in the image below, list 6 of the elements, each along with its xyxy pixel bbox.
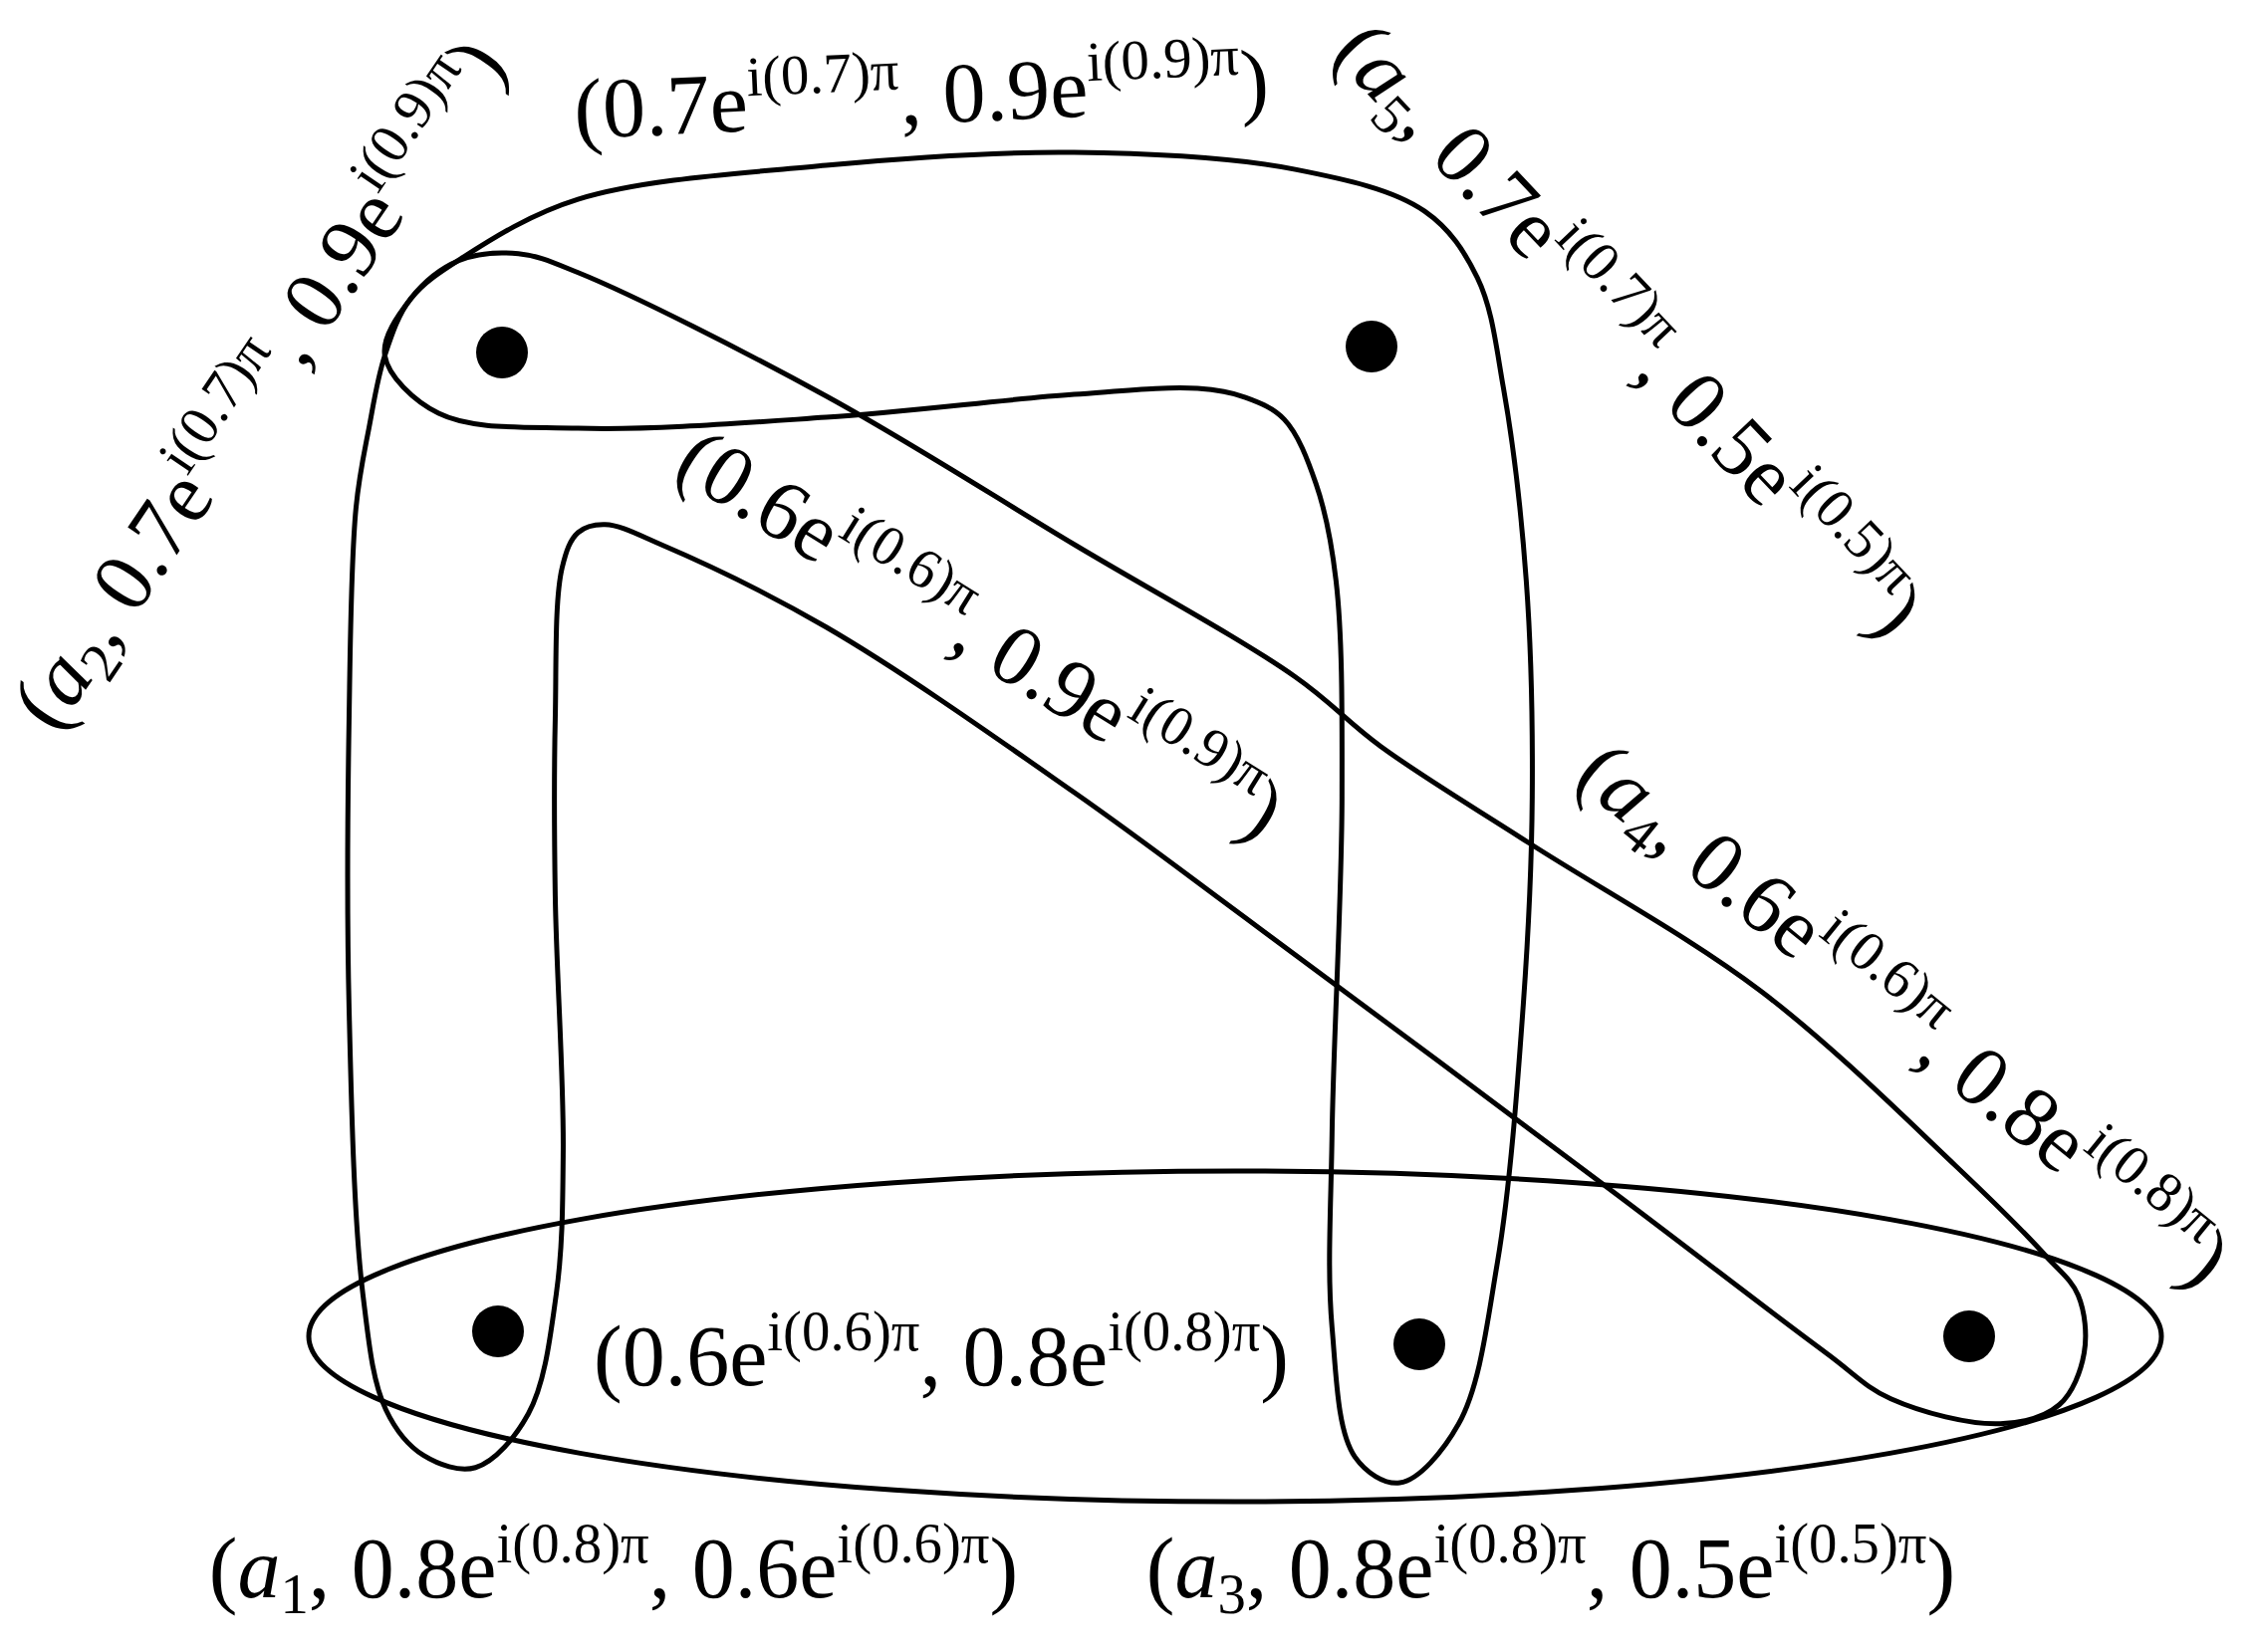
hyperedge-label: (0.6e$^{i(0.6)π}$, 0.8e$^{i(0.8)π}$) [594, 1307, 1289, 1405]
hyperedge-label: (0.7e$^{i(0.7)π}$, 0.9e$^{i(0.9)π}$) [572, 31, 1271, 158]
vertex-dot [1393, 1318, 1445, 1370]
vertex-label: (a$_{3}$, 0.8e$^{i(0.8)π}$, 0.5e$^{i(0.5)π}$) [1145, 1520, 1956, 1617]
vertex-label: (a$_{1}$, 0.8e$^{i(0.8)π}$, 0.6e$^{i(0.6)π}$) [208, 1520, 1019, 1617]
vertex-dot [1346, 321, 1397, 372]
